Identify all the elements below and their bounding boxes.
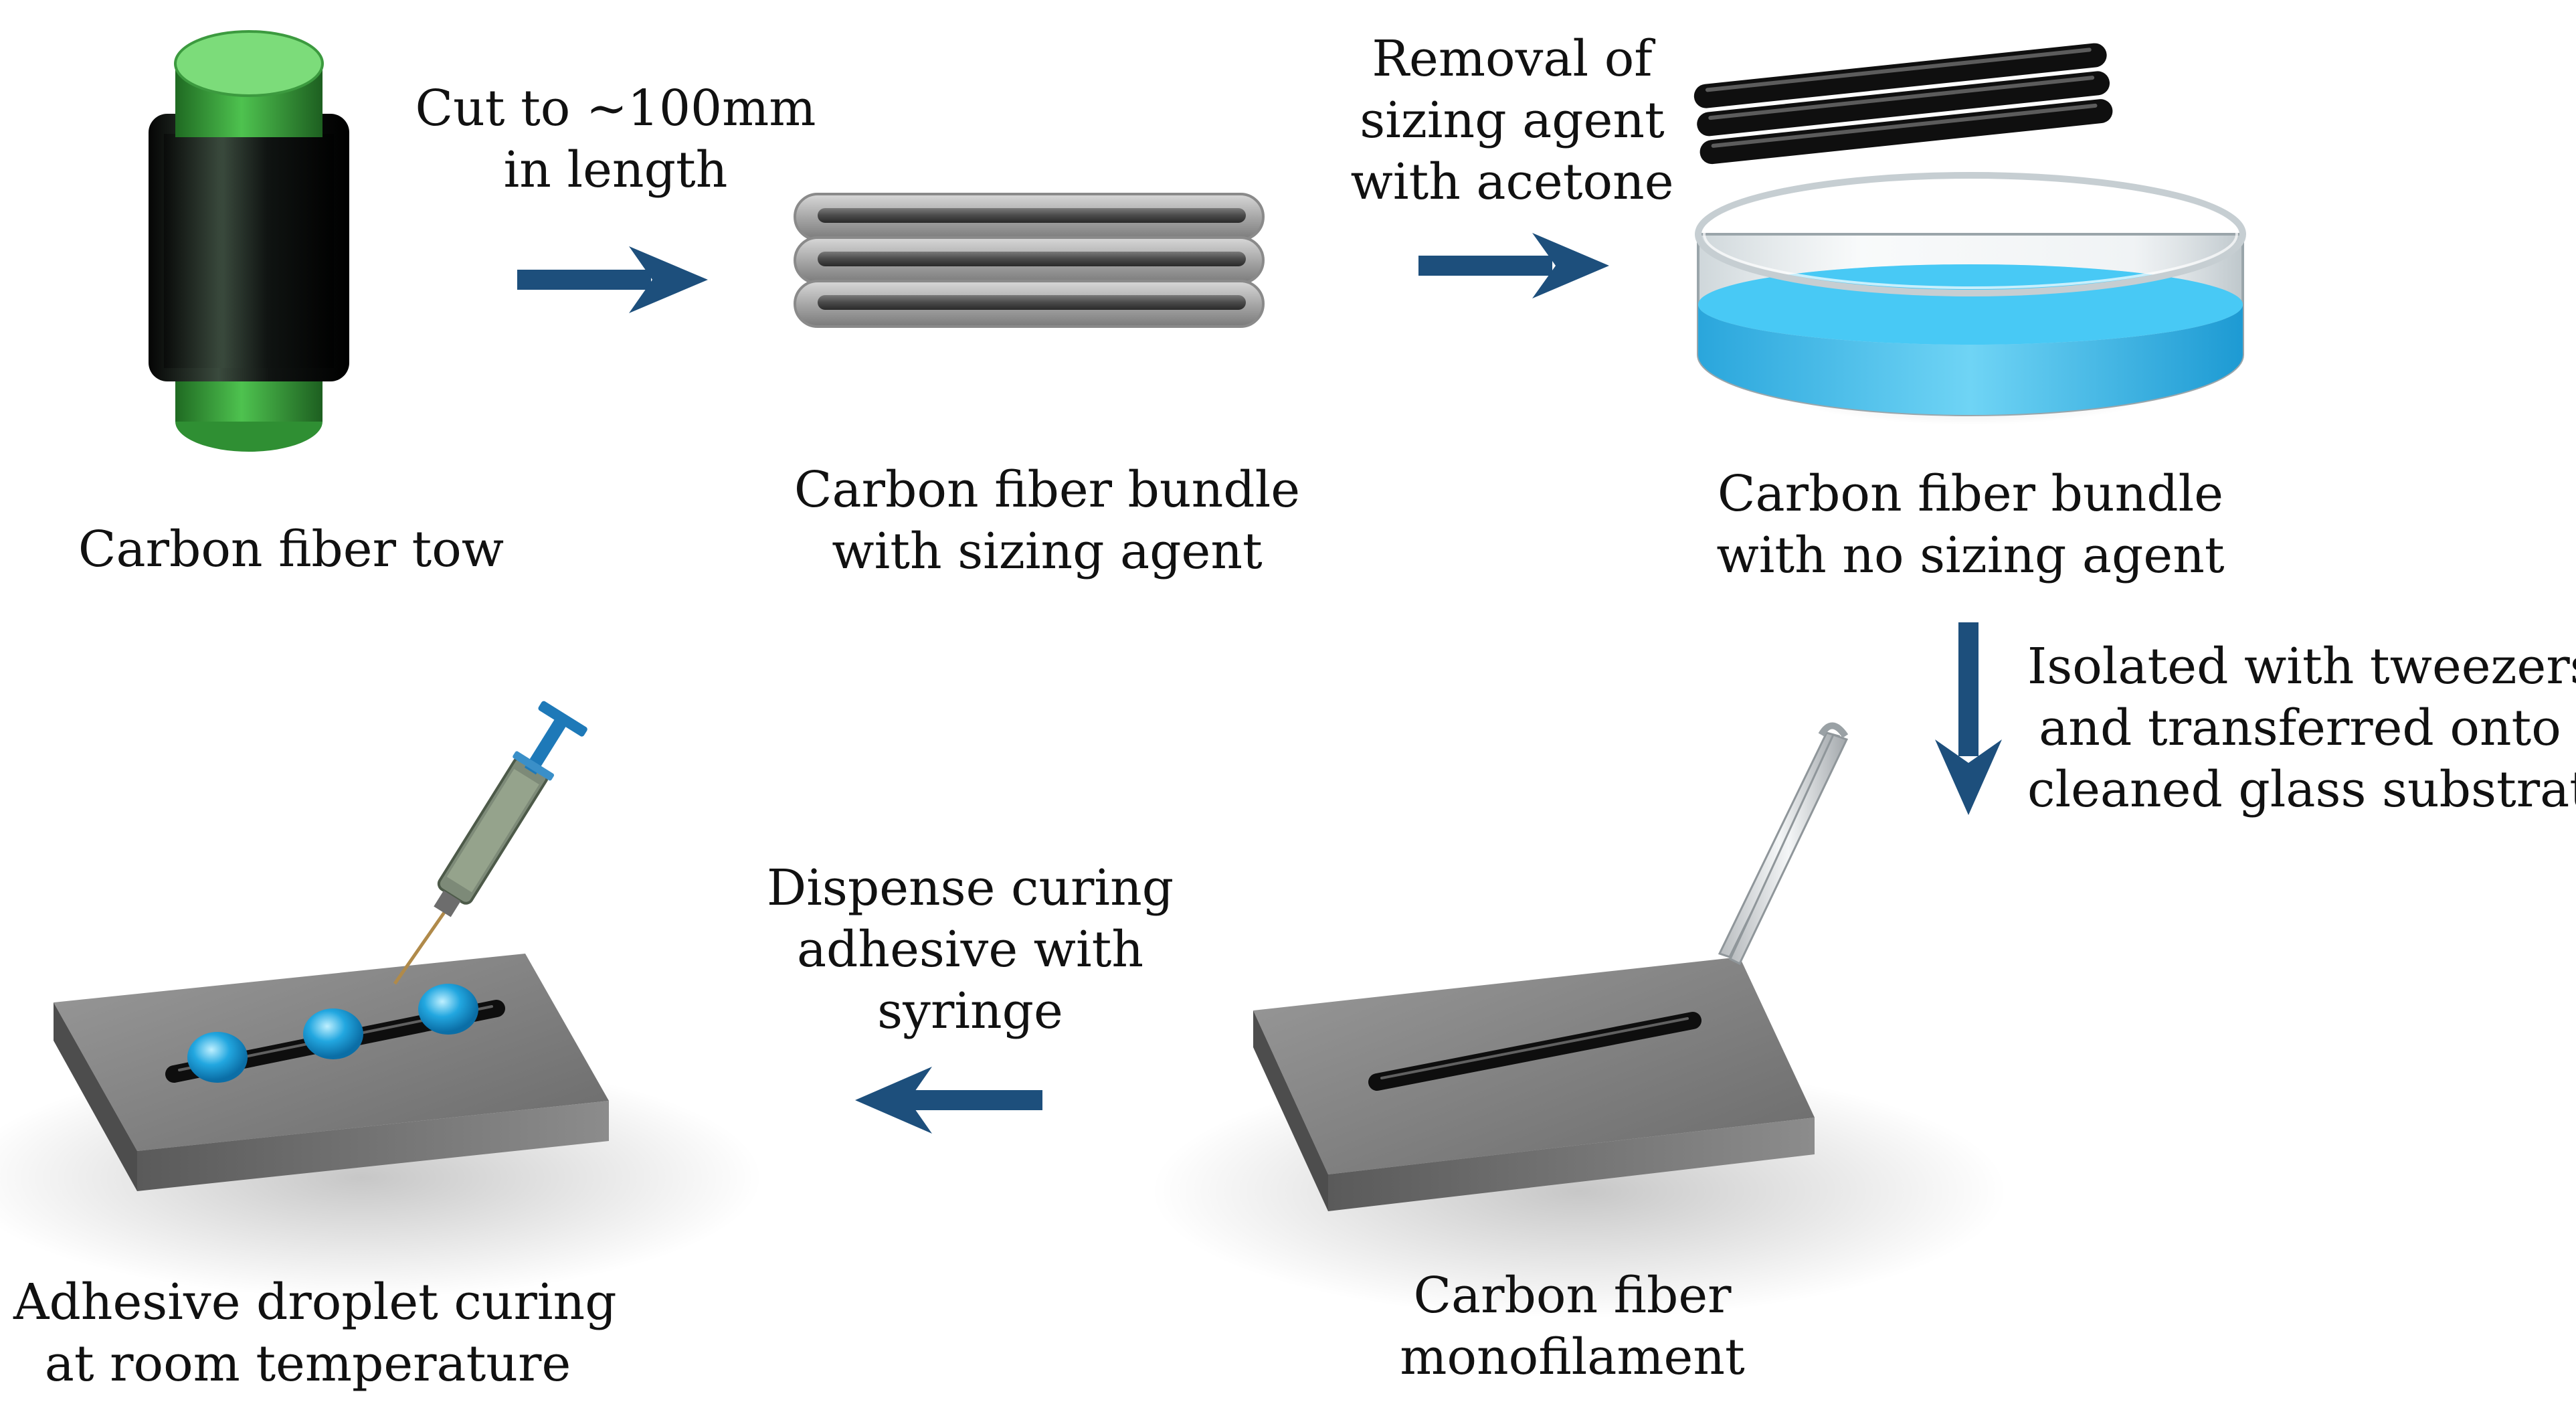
label-line: Carbon fiber bundle (1717, 465, 2224, 523)
glass-substrate-icon (0, 954, 763, 1298)
label-line: Removal of (1372, 30, 1653, 88)
label-line: adhesive with (796, 921, 1144, 978)
label-line: at room temperature (44, 1335, 571, 1393)
label-line: with no sizing agent (1716, 527, 2225, 584)
fiber-bundle-icon (794, 193, 1265, 328)
label-removal-step: Removal of sizing agent with acetone (1305, 28, 1720, 213)
label-monofilament: Carbon fiber monofilament (1338, 1265, 1807, 1388)
syringe-icon (393, 701, 587, 985)
acetone-dish-icon (1695, 172, 2246, 425)
label-bundle-with-sizing: Carbon fiber bundle with sizing agent (769, 459, 1325, 582)
adhesive-droplet-icon (187, 984, 478, 1083)
glass-substrate-icon (1151, 957, 2007, 1318)
arrow-down-icon (1935, 622, 2002, 815)
label-line: cleaned glass substrate (2027, 761, 2576, 818)
label-line: Dispense curing (766, 859, 1174, 917)
label-droplet-curing: Adhesive droplet curing at room temperat… (13, 1271, 617, 1395)
monofilament-icon (1368, 1012, 1701, 1091)
label-line: in length (503, 141, 728, 199)
label-line: monofilament (1400, 1328, 1745, 1386)
label-bundle-no-sizing: Carbon fiber bundle with no sizing agent (1686, 463, 2255, 586)
label-carbon-fiber-tow: Carbon fiber tow (47, 519, 535, 580)
label-line: Carbon fiber tow (78, 521, 504, 578)
label-line: and transferred onto (2039, 699, 2561, 757)
label-line: Carbon fiber (1413, 1267, 1732, 1324)
arrow-right-icon (1418, 233, 1609, 298)
tweezers-icon (1718, 722, 1849, 966)
label-line: with sizing agent (832, 523, 1263, 580)
label-line: sizing agent (1360, 92, 1665, 149)
label-line: Isolated with tweezers (2027, 638, 2576, 695)
label-isolate-step: Isolated with tweezers and transferred o… (2027, 636, 2576, 820)
label-dispense-step: Dispense curing adhesive with syringe (749, 857, 1191, 1042)
label-line: syringe (877, 982, 1063, 1040)
spool-icon (149, 30, 349, 452)
label-cut-step: Cut to ~100mm in length (401, 78, 830, 201)
arrow-left-icon (855, 1067, 1042, 1134)
clean-fiber-bundle-icon (1693, 43, 2113, 165)
label-line: Carbon fiber bundle (794, 461, 1301, 519)
arrow-right-icon (517, 246, 708, 313)
label-line: with acetone (1350, 153, 1674, 211)
label-line: Cut to ~100mm (415, 80, 816, 137)
label-line: Adhesive droplet curing (13, 1273, 617, 1331)
